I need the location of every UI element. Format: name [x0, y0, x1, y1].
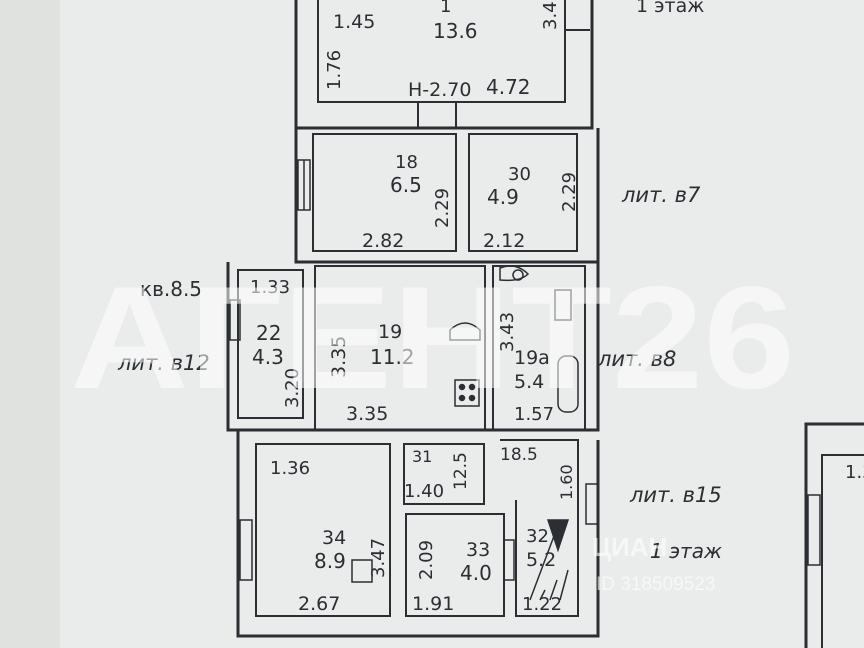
toilet-fixture	[499, 265, 530, 282]
sink-fixture	[554, 289, 572, 321]
plan-text: 1.45 1 13.6 1.76 Н-2.70 4.72 3.4 1 этаж …	[117, 0, 864, 615]
stove-burner-2	[468, 383, 476, 391]
liter-b8-label: лит. в8	[597, 347, 676, 371]
room-19a-area: 5.4	[514, 371, 544, 393]
room-33-number: 33	[466, 539, 490, 561]
room-32-number: 32	[526, 526, 549, 547]
dim-2-67: 2.67	[298, 593, 340, 615]
room-18-outline	[312, 133, 457, 252]
room-1-number: 1	[440, 0, 451, 17]
window-right	[807, 494, 821, 566]
room-32-area: 5.2	[526, 549, 556, 571]
stove-box-34	[351, 559, 373, 583]
dim-2-29-b: 2.29	[559, 172, 580, 212]
wall-lower-outer	[236, 430, 600, 638]
wall-top-inner	[317, 0, 590, 103]
watermark-main: АГЕНТ26	[70, 256, 795, 419]
room-30-area: 4.9	[487, 185, 519, 209]
wall-right-inner	[821, 454, 864, 648]
room-31-number: 31	[412, 447, 432, 466]
apartment-label: кв.8.5	[140, 277, 202, 301]
liter-b15-label: лит. в15	[629, 483, 722, 507]
room-19-number: 19	[378, 321, 402, 343]
dim-2-09: 2.09	[416, 540, 437, 580]
liter-b12-label: лит. в12	[117, 351, 210, 375]
room-19a-outline	[492, 265, 586, 431]
dim-3-43: 3.43	[497, 312, 518, 352]
window-32	[585, 483, 599, 525]
room-1-area: 13.6	[433, 19, 478, 43]
kitchen-sink	[449, 322, 481, 341]
dim-1-22: 1.22	[522, 594, 562, 615]
room-31-outline	[403, 443, 485, 505]
stove-burner-3	[458, 394, 466, 402]
liter-b7-label: лит. в7	[621, 183, 701, 207]
dim-2-12: 2.12	[483, 230, 525, 252]
dim-3-35-v: 3.35	[328, 336, 350, 378]
room-31-area: 1.40	[404, 481, 444, 502]
room-30-outline	[468, 133, 578, 252]
room-30-number: 30	[508, 164, 531, 185]
dim-1-76: 1.76	[324, 50, 345, 90]
dim-1-60: 1.60	[557, 464, 576, 500]
room-18-number: 18	[395, 152, 418, 173]
dim-3-20: 3.20	[282, 368, 303, 408]
room-22-outline	[237, 269, 304, 419]
bath-fixture	[557, 355, 579, 413]
floor-label: 1 этаж	[650, 539, 722, 563]
room-19-area: 11.2	[370, 345, 415, 369]
watermark-small-brand: ЦИАН	[592, 532, 667, 562]
dim-2-29-a: 2.29	[432, 188, 453, 228]
room-33-area: 4.0	[460, 561, 492, 585]
walls	[226, 0, 864, 648]
watermark-id: ID 318509523	[596, 574, 715, 595]
room-34-outline	[255, 443, 391, 617]
stove-burner-1	[458, 383, 466, 391]
dim-1-45: 1.45	[333, 11, 375, 33]
stair-lines	[529, 519, 569, 601]
dim-4-72: 4.72	[486, 75, 531, 99]
dim-18-5: 18.5	[500, 445, 538, 465]
room-18-area: 6.5	[390, 173, 422, 197]
dim-3-47: 3.47	[368, 538, 389, 578]
room-32-outline	[500, 439, 579, 617]
dim-12-5: 12.5	[451, 452, 471, 490]
dim-1-36: 1.36	[270, 458, 310, 479]
wall-v7-outer	[294, 128, 600, 264]
dim-1-57: 1.57	[514, 404, 554, 425]
toilet-bowl	[512, 269, 524, 281]
dim-1-91: 1.91	[412, 593, 454, 615]
stove-fixture	[454, 379, 480, 407]
dim-2-82: 2.82	[362, 230, 404, 252]
room-34-number: 34	[322, 527, 346, 549]
ceiling-height: Н-2.70	[408, 79, 471, 101]
dim-1-3: 1.3	[845, 462, 864, 483]
windows	[229, 159, 821, 581]
fixtures	[351, 265, 579, 601]
stair-arrow	[546, 519, 570, 553]
room-22-area: 4.3	[252, 345, 284, 369]
dim-3-35-h: 3.35	[346, 403, 388, 425]
window-33	[503, 539, 515, 581]
window-22	[229, 299, 241, 341]
paper-shadow	[0, 0, 60, 648]
dim-3-4: 3.4	[540, 1, 561, 30]
stove-burner-4	[468, 394, 476, 402]
room-19a-number: 19а	[514, 347, 550, 369]
dim-1-33: 1.33	[250, 277, 290, 298]
room-19-outline	[314, 265, 486, 431]
wall-top-outer	[294, 0, 594, 130]
window-34	[239, 519, 253, 581]
top-floor-label: 1 этаж	[636, 0, 704, 17]
room-34-area: 8.9	[314, 549, 346, 573]
wall-right-outer	[804, 422, 864, 648]
room-22-number: 22	[256, 321, 281, 345]
